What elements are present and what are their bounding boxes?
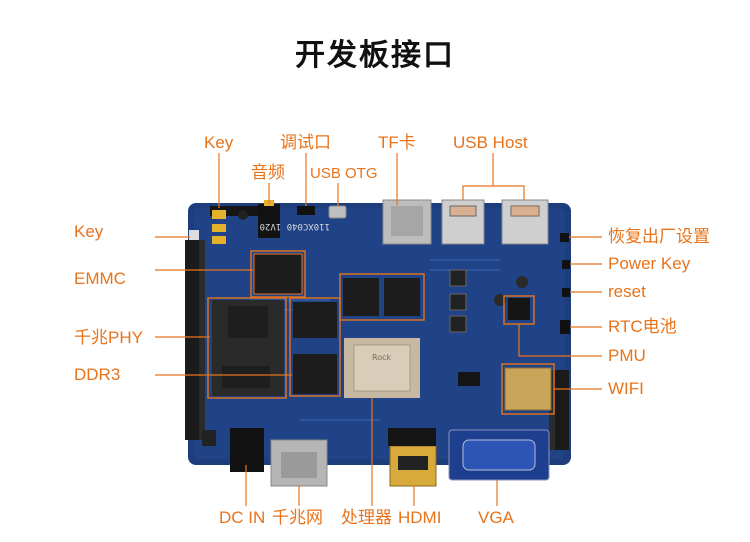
label-vga: VGA bbox=[478, 508, 514, 527]
usb-host-ports bbox=[441, 199, 549, 245]
left-key-button bbox=[189, 230, 199, 240]
label-tf-card: TF卡 bbox=[378, 133, 416, 152]
processor-brand-silk: Rock bbox=[372, 353, 391, 362]
label-key-left: Key bbox=[74, 222, 104, 241]
gbe-phy-chip bbox=[212, 300, 284, 396]
label-wifi: WIFI bbox=[608, 379, 644, 398]
small-ic bbox=[458, 372, 480, 386]
label-hdmi: HDMI bbox=[398, 508, 442, 527]
wifi-module bbox=[504, 367, 552, 411]
reset-button bbox=[562, 288, 570, 297]
ddr3-chips bbox=[293, 278, 420, 394]
page-title: 开发板接口 bbox=[295, 38, 455, 73]
top-header bbox=[210, 206, 262, 216]
label-ddr3: DDR3 bbox=[74, 365, 121, 384]
label-key-top: Key bbox=[204, 133, 234, 152]
factory-reset-button bbox=[560, 233, 569, 242]
button-small bbox=[238, 210, 248, 220]
key-button-2 bbox=[212, 224, 226, 232]
right-pin-header bbox=[549, 370, 569, 450]
dc-in-jack bbox=[230, 428, 264, 472]
emmc-chip bbox=[253, 253, 303, 295]
label-rtc-battery: RTC电池 bbox=[608, 317, 677, 336]
board-name-silk: 110XC040 1V20 bbox=[260, 221, 330, 231]
label-gbe-port: 千兆网 bbox=[272, 508, 323, 527]
label-power-key: Power Key bbox=[608, 254, 691, 273]
debug-port bbox=[297, 206, 315, 215]
left-pin-header bbox=[185, 240, 205, 440]
processor-chip: Rock bbox=[344, 338, 420, 398]
label-usb-otg: USB OTG bbox=[310, 165, 378, 182]
rtc-battery bbox=[560, 320, 570, 334]
label-gbe-phy: 千兆PHY bbox=[74, 328, 143, 347]
label-usb-host: USB Host bbox=[453, 133, 528, 152]
pmu-chip bbox=[508, 298, 530, 320]
audio-jack bbox=[258, 204, 280, 238]
label-debug-port: 调试口 bbox=[280, 133, 331, 152]
label-reset: reset bbox=[608, 282, 646, 301]
hdmi-ribbon bbox=[388, 428, 436, 446]
label-audio: 音频 bbox=[251, 163, 285, 182]
power-key-button bbox=[562, 260, 570, 269]
leader-lines bbox=[155, 153, 602, 506]
label-emmc: EMMC bbox=[74, 269, 126, 288]
highlight-boxes bbox=[207, 250, 555, 415]
label-factory-reset: 恢复出厂设置 bbox=[608, 227, 710, 246]
key-button-3 bbox=[212, 236, 226, 244]
label-pmu: PMU bbox=[608, 346, 646, 365]
key-button-top bbox=[212, 210, 226, 219]
label-processor: 处理器 bbox=[341, 508, 392, 527]
power-inductors bbox=[449, 269, 528, 333]
label-dc-in: DC IN bbox=[219, 508, 266, 527]
usb-otg-port bbox=[328, 205, 347, 219]
